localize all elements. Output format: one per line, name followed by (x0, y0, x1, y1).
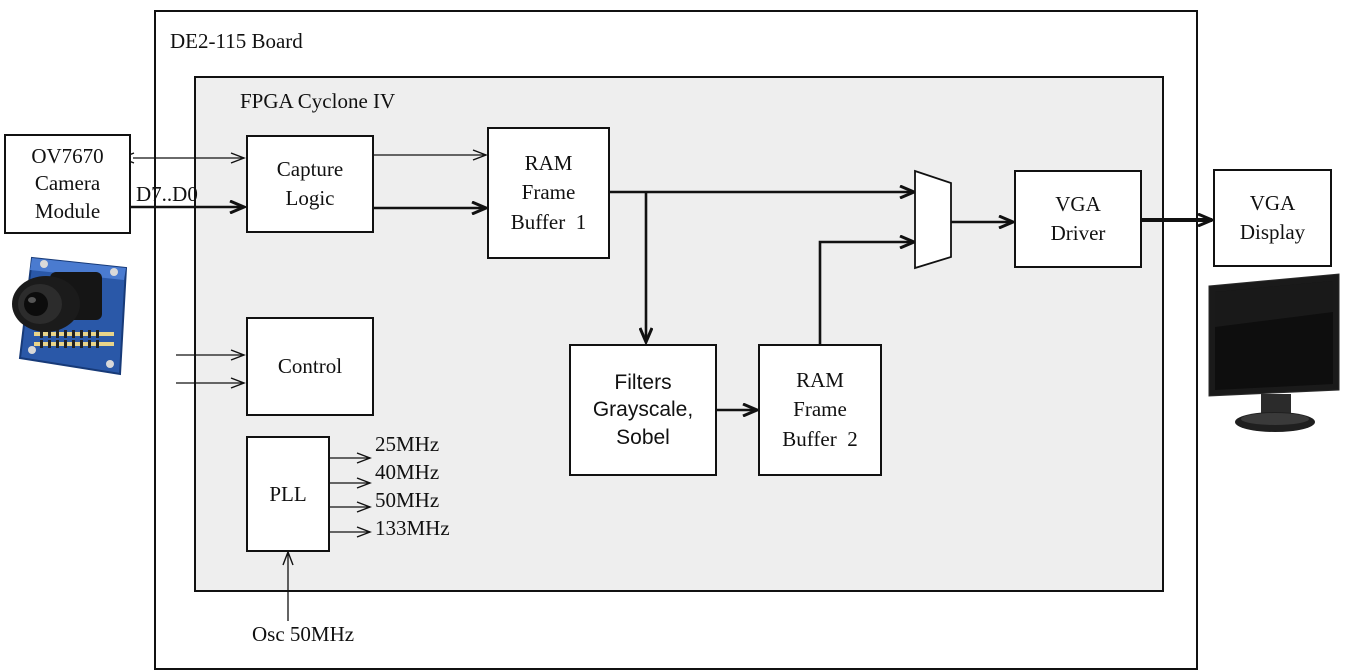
filters-block: Filters Grayscale, Sobel (569, 344, 717, 476)
camera-module-icon (12, 256, 128, 376)
camera-module-block: OV7670 Camera Module (4, 134, 131, 234)
multiplexer-icon (914, 169, 952, 270)
board-title: DE2-115 Board (170, 29, 303, 53)
fpga-title: FPGA Cyclone IV (240, 89, 396, 113)
clk-25mhz-label: 25MHz (375, 432, 440, 456)
ram-frame-buffer-1-label: RAM Frame Buffer 1 (510, 150, 587, 234)
filters-label: Filters Grayscale, Sobel (592, 371, 694, 449)
ram-frame-buffer-2-label: RAM Frame Buffer 2 (782, 367, 858, 451)
ram2-mux-arrow (818, 242, 914, 345)
capture-logic-block: Capture Logic (246, 135, 374, 233)
vga-display-block: VGA Display (1213, 169, 1332, 267)
vga-driver-block: VGA Driver (1014, 170, 1142, 268)
ram-frame-buffer-2-block: RAM Frame Buffer 2 (758, 344, 882, 476)
data-bus-label: D7..D0 (136, 182, 198, 206)
vga-display-label: VGA Display (1239, 190, 1306, 244)
pll-label: PLL (269, 481, 307, 506)
camera-module-label: OV7670 Camera Module (31, 144, 104, 223)
control-label: Control (277, 354, 343, 379)
clk-50mhz-label: 50MHz (375, 488, 440, 512)
ram-frame-buffer-1-block: RAM Frame Buffer 1 (487, 127, 610, 259)
pll-block: PLL (246, 436, 330, 552)
capture-logic-label: Capture Logic (276, 156, 344, 210)
clk-40mhz-label: 40MHz (375, 460, 440, 484)
connection-wires (119, 149, 1347, 624)
clk-133mhz-label: 133MHz (375, 516, 450, 540)
control-block: Control (246, 317, 374, 416)
vga-driver-label: VGA Driver (1050, 191, 1106, 245)
osc-label: Osc 50MHz (252, 621, 355, 648)
monitor-icon (1208, 273, 1340, 432)
